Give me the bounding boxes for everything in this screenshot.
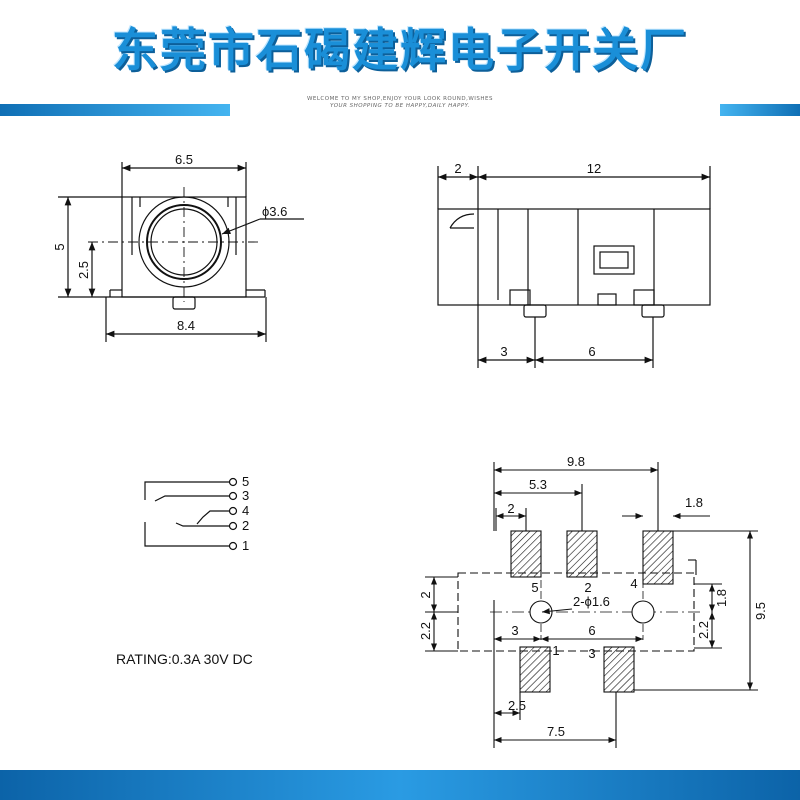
schematic-terminal-1 xyxy=(228,541,238,551)
pad-top-left xyxy=(510,530,542,578)
dim-hole-offset: 3 xyxy=(511,623,518,638)
side-window xyxy=(593,245,635,275)
side-pin-right xyxy=(641,304,665,318)
mounting-hole-left xyxy=(529,600,553,624)
dim-hole-spacing: 6 xyxy=(588,623,595,638)
side-pin-left xyxy=(523,304,547,318)
schematic-terminal-2 xyxy=(228,521,238,531)
schematic-pin-label: 3 xyxy=(242,488,249,503)
pad-bottom-left xyxy=(519,646,551,693)
dim-side-length: 12 xyxy=(587,161,601,176)
schematic-pin-label: 1 xyxy=(242,538,249,553)
dim-right-upper: 1.8 xyxy=(714,589,729,607)
dim-hole-diameter: ϕ3.6 xyxy=(262,204,287,219)
schematic-pin-label: 4 xyxy=(242,503,249,518)
schematic-pin-label: 5 xyxy=(242,474,249,489)
front-view xyxy=(58,162,304,342)
header-banner: 东莞市石碣建辉电子开关厂 WELCOME TO MY SHOP,ENJOY YO… xyxy=(0,0,800,120)
dim-front-height: 5 xyxy=(52,243,67,250)
pad-top-middle xyxy=(566,530,598,578)
dim-front-center-height: 2.5 xyxy=(76,261,91,279)
footer-bar xyxy=(0,770,800,800)
dim-side-front-offset: 2 xyxy=(454,161,461,176)
banner-stripe-right xyxy=(720,104,800,116)
banner-stripe-left xyxy=(0,104,230,116)
mounting-hole-right xyxy=(631,600,655,624)
dim-front-width-bottom: 8.4 xyxy=(177,318,195,333)
schematic-pin-label: 2 xyxy=(242,518,249,533)
dim-pad-right-width: 1.8 xyxy=(685,495,703,510)
dim-left-upper: 2 xyxy=(418,591,433,598)
dim-left-lower: 2.2 xyxy=(418,622,433,640)
dim-pad-span: 5.3 xyxy=(529,477,547,492)
footprint xyxy=(425,462,758,748)
rating-text: RATING:0.3A 30V DC xyxy=(116,651,253,667)
schematic xyxy=(144,477,238,551)
dim-pad-width: 2 xyxy=(507,501,514,516)
dim-side-pin-offset: 3 xyxy=(500,344,507,359)
schematic-terminal-5 xyxy=(228,477,238,487)
footprint-pin-label: 1 xyxy=(552,643,559,658)
dim-bottom-pad: 2.5 xyxy=(508,698,526,713)
schematic-terminal-4 xyxy=(228,506,238,516)
dim-right-lower: 2.2 xyxy=(696,621,711,639)
dim-side-pin-spacing: 6 xyxy=(588,344,595,359)
dim-front-width-top: 6.5 xyxy=(175,152,193,167)
dim-bottom-span: 7.5 xyxy=(547,724,565,739)
footprint-pin-label: 2 xyxy=(584,580,591,595)
slogan-line-1: WELCOME TO MY SHOP,ENJOY YOUR LOOK ROUND… xyxy=(306,96,494,102)
schematic-terminal-3 xyxy=(228,491,238,501)
front-pin xyxy=(172,296,196,310)
footprint-pin-label: 3 xyxy=(588,646,595,661)
hole-label: 2-ϕ1.6 xyxy=(573,594,610,609)
pad-top-right xyxy=(642,530,674,585)
footprint-pin-label: 5 xyxy=(531,580,538,595)
dim-overall-width: 9.8 xyxy=(567,454,585,469)
side-body xyxy=(437,208,711,306)
company-title: 东莞市石碣建辉电子开关厂 xyxy=(112,23,688,77)
footprint-pin-label: 4 xyxy=(630,576,637,591)
dim-overall-height: 9.5 xyxy=(753,602,768,620)
pad-bottom-right xyxy=(603,646,635,693)
slogan-line-2: YOUR SHOPPING TO BE HAPPY,DAILY HAPPY. xyxy=(329,103,471,109)
side-view xyxy=(437,166,711,368)
